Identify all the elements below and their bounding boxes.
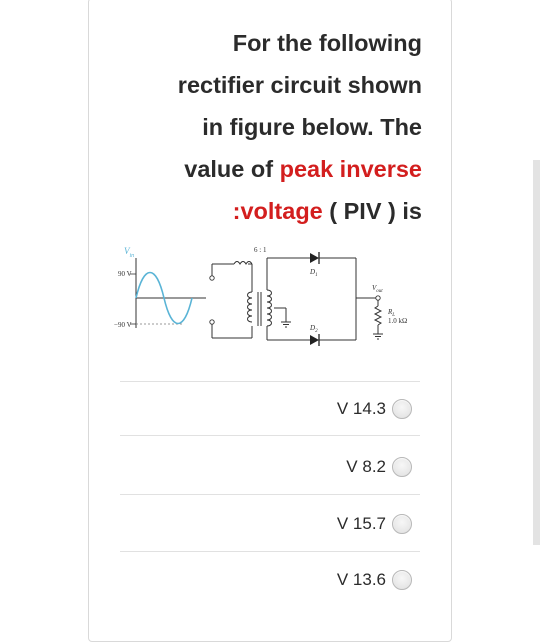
sine-wave	[135, 271, 193, 325]
diode-d1	[310, 253, 319, 263]
radio-button[interactable]	[392, 457, 412, 477]
radio-button[interactable]	[392, 399, 412, 419]
question-line-4: value of peak inverse	[100, 148, 422, 190]
answer-option-3[interactable]: V 15.7	[120, 505, 420, 543]
answer-option-label: V 13.6	[336, 570, 386, 589]
answer-option-label: V 15.7	[336, 514, 386, 533]
turns-ratio-label: 6 : 1	[254, 246, 267, 254]
question-text: For the following rectifier circuit show…	[100, 22, 422, 232]
question-line-5-suffix: ( PIV ) is	[322, 198, 422, 224]
divider	[120, 551, 420, 552]
question-line-1: For the following	[232, 30, 422, 56]
answer-option-label: V 8.2	[346, 457, 386, 476]
scrollbar[interactable]	[533, 160, 540, 545]
answer-option-4[interactable]: V 13.6	[120, 561, 420, 599]
fuse-symbol	[233, 261, 253, 265]
vin-label: Vin	[124, 246, 134, 259]
load-resistor	[373, 305, 383, 326]
question-line-5: :voltage ( PIV ) is	[100, 190, 422, 232]
divider	[120, 381, 420, 382]
radio-button[interactable]	[392, 570, 412, 590]
positive-peak-label: 90 V	[118, 270, 132, 278]
question-line-4-prefix: value of	[184, 156, 280, 182]
question-highlight-voltage: :voltage	[232, 198, 323, 224]
primary-terminal-bottom	[209, 319, 215, 325]
answer-option-label: V 14.3	[336, 399, 386, 418]
diode-d2	[310, 335, 319, 345]
rectifier-circuit-figure: Vin 90 V −90 V 6 : 1 D1 D2 Vout	[114, 246, 407, 346]
primary-coil	[247, 291, 253, 323]
rl-value: 1.0 kΩ	[388, 317, 407, 325]
question-line-3: in figure below. The	[202, 114, 422, 140]
answer-option-2[interactable]: V 8.2	[120, 448, 420, 486]
primary-terminal-top	[209, 275, 215, 281]
d1-label: D1	[309, 268, 318, 278]
secondary-coil	[266, 289, 272, 327]
rl-label: RL	[387, 308, 395, 318]
radio-button[interactable]	[392, 514, 412, 534]
divider	[120, 435, 420, 436]
question-line-2: rectifier circuit shown	[177, 72, 422, 98]
divider	[120, 494, 420, 495]
d2-label: D2	[309, 324, 318, 334]
question-highlight-peak-inverse: peak inverse	[279, 156, 422, 182]
vout-terminal	[375, 295, 381, 301]
vout-label: Vout	[372, 284, 383, 294]
negative-peak-label: −90 V	[114, 321, 132, 329]
answer-option-1[interactable]: V 14.3	[120, 390, 420, 428]
